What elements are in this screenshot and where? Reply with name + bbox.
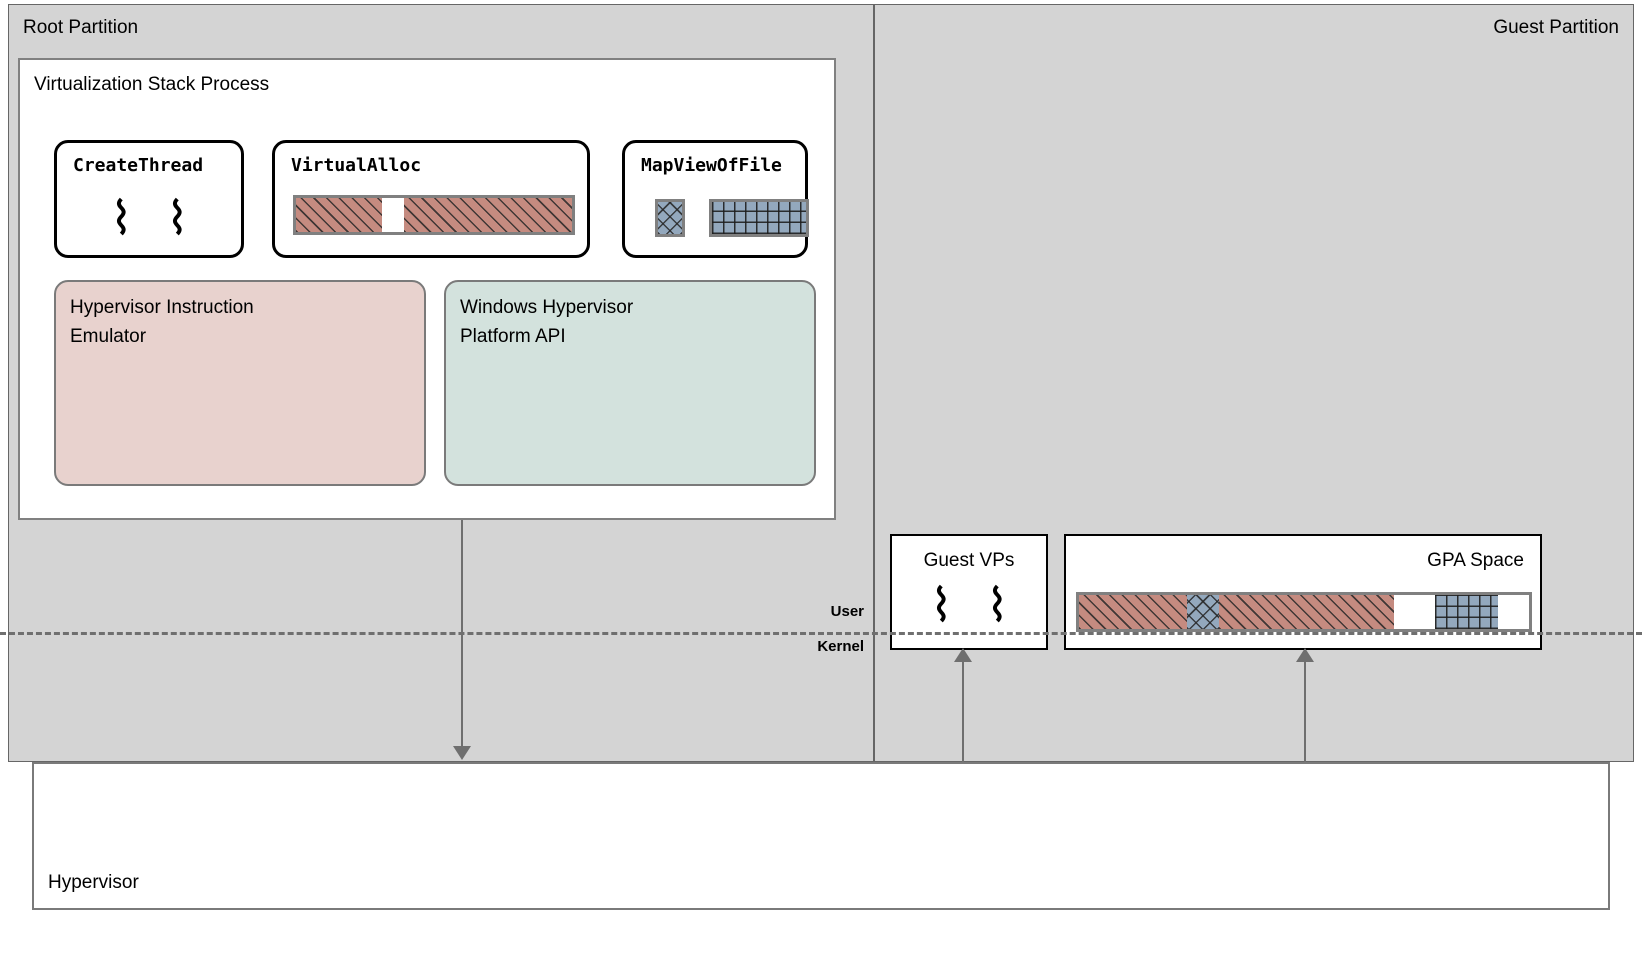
memory-segment-blank: [1394, 595, 1435, 629]
user-mode-label: User: [830, 603, 864, 620]
create-thread-threads: ⌇ ⌇: [57, 195, 241, 241]
gpa-space-box[interactable]: GPA Space: [1064, 534, 1542, 650]
hypervisor-box[interactable]: Hypervisor: [32, 762, 1610, 910]
component-hypervisor-instruction-emulator-label: Hypervisor Instruction Emulator: [70, 297, 254, 347]
api-box-map-view-of-file-title: MapViewOfFile: [641, 155, 782, 176]
guest-vps-threads: ⌇ ⌇: [892, 582, 1046, 628]
component-hypervisor-instruction-emulator[interactable]: Hypervisor Instruction Emulator: [54, 280, 426, 486]
memory-segment-blank: [381, 198, 404, 232]
guest-vps-box[interactable]: Guest VPs ⌇ ⌇: [890, 534, 1048, 650]
thread-squiggle-icon: ⌇: [985, 578, 1010, 632]
thread-squiggle-icon: ⌇: [165, 191, 190, 245]
arrow-hypervisor-to-guest-vps-line: [962, 662, 964, 762]
arrow-virtualization-stack-to-hypervisor-line: [461, 520, 463, 748]
kernel-mode-label: Kernel: [817, 638, 864, 655]
memory-segment-cross: [1187, 595, 1219, 629]
memory-segment-diag: [1218, 595, 1394, 629]
arrow-virtualization-stack-to-hypervisor-head: [453, 746, 471, 760]
gpa-space-memory-bar: [1076, 592, 1532, 632]
component-windows-hypervisor-platform-api-label: Windows Hypervisor Platform API: [460, 297, 634, 347]
memory-segment-diag: [1079, 595, 1187, 629]
api-box-create-thread[interactable]: CreateThread ⌇ ⌇: [54, 140, 244, 258]
gpa-space-label: GPA Space: [1427, 550, 1524, 571]
hypervisor-label: Hypervisor: [48, 872, 139, 893]
component-windows-hypervisor-platform-api[interactable]: Windows Hypervisor Platform API: [444, 280, 816, 486]
memory-segment-diag: [296, 198, 382, 232]
arrow-hypervisor-to-guest-vps-head: [954, 648, 972, 662]
virtualization-stack-process-label: Virtualization Stack Process: [34, 74, 270, 95]
grid-block-icon: [709, 199, 809, 237]
thread-squiggle-icon: ⌇: [108, 191, 133, 245]
memory-segment-diag: [403, 198, 572, 232]
arrow-hypervisor-to-gpa-space-head: [1296, 648, 1314, 662]
api-box-create-thread-title: CreateThread: [73, 155, 204, 176]
user-kernel-divider: [0, 632, 1642, 635]
virtualization-stack-process: Virtualization Stack Process CreateThrea…: [18, 58, 836, 520]
arrow-hypervisor-to-gpa-space-line: [1304, 662, 1306, 762]
crosshatch-block-icon: [655, 199, 685, 237]
guest-vps-label: Guest VPs: [923, 550, 1015, 571]
virtual-alloc-memory-bar: [293, 195, 575, 235]
thread-squiggle-icon: ⌇: [928, 578, 953, 632]
memory-segment-grid: [1434, 595, 1498, 629]
api-box-map-view-of-file[interactable]: MapViewOfFile: [622, 140, 809, 258]
guest-partition-label: Guest Partition: [1493, 17, 1619, 38]
api-box-virtual-alloc-title: VirtualAlloc: [291, 155, 422, 176]
memory-segment-blank: [1497, 595, 1529, 629]
root-partition-label: Root Partition: [23, 17, 139, 38]
api-box-virtual-alloc[interactable]: VirtualAlloc: [272, 140, 590, 258]
